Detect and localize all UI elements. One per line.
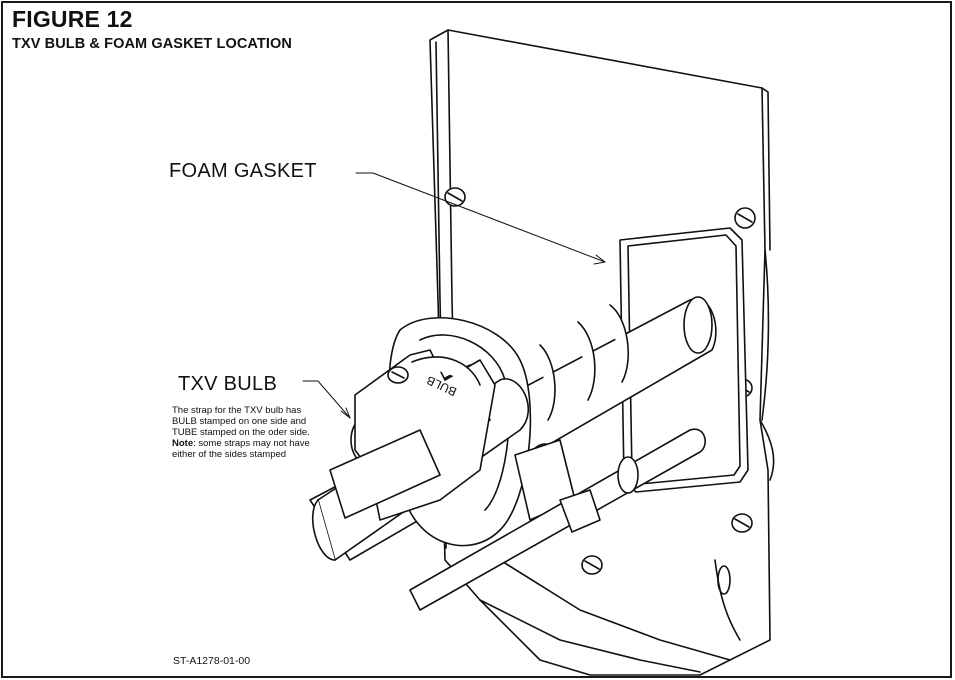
panel-screws — [444, 187, 756, 575]
screw-bottom — [581, 555, 603, 575]
note-detail: : some straps may not have either of the… — [172, 438, 310, 460]
figure-title: FIGURE 12 — [12, 6, 133, 32]
txv-bulb-label: TXV BULB — [178, 373, 278, 395]
drawing-id: ST-A1278-01-00 — [173, 655, 251, 667]
note-label: Note — [172, 438, 194, 449]
screw-lower-right — [731, 513, 753, 533]
tube-left-end — [329, 429, 441, 519]
lower-tube — [409, 428, 706, 611]
screw-top-right — [734, 207, 756, 229]
figure-subtitle: TXV BULB & FOAM GASKET LOCATION — [12, 36, 292, 52]
leader-txv-bulb — [302, 380, 351, 419]
screw-top-left — [444, 187, 466, 207]
leader-foam-gasket — [355, 172, 606, 265]
strap-note: The strap for the TXV bulb has BULB stam… — [172, 405, 322, 460]
foam-gasket-label: FOAM GASKET — [169, 160, 317, 182]
note-text: The strap for the TXV bulb has BULB stam… — [172, 405, 310, 438]
